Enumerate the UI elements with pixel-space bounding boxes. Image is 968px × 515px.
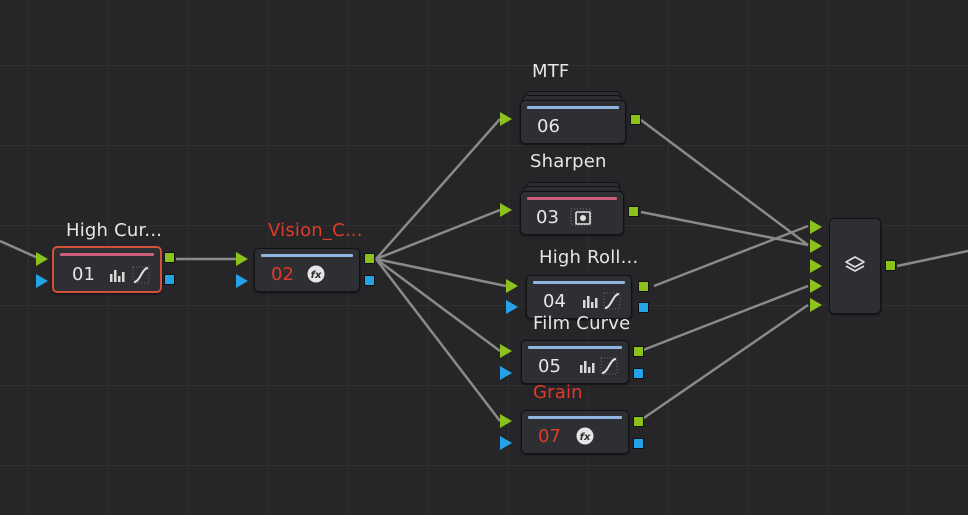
- node-03-rgb-output[interactable]: [628, 206, 639, 217]
- node-04-color-bar: [533, 281, 625, 284]
- node-04-rgb-input[interactable]: [506, 279, 518, 293]
- node-03[interactable]: 03: [520, 191, 624, 235]
- curve-icon: [600, 357, 618, 375]
- node-06-color-bar: [527, 106, 619, 109]
- node-07-color-bar: [528, 416, 622, 419]
- node-05-alpha-output[interactable]: [633, 368, 644, 379]
- layer-mixer-node[interactable]: [829, 218, 881, 314]
- curve-icon: [132, 266, 150, 284]
- connection-line: [637, 284, 809, 354]
- node-05-label: Film Curve: [533, 313, 631, 334]
- mixer-input-2[interactable]: [810, 239, 822, 253]
- node-02-alpha-output[interactable]: [364, 275, 375, 286]
- connection-line: [375, 208, 501, 261]
- mixer-input-5[interactable]: [810, 298, 822, 312]
- connection-line: [375, 258, 501, 422]
- node-01-alpha-output[interactable]: [164, 274, 175, 285]
- node-05-rgb-output[interactable]: [633, 346, 644, 357]
- node-03-color-bar: [527, 197, 617, 200]
- node-05-alpha-input[interactable]: [500, 366, 512, 380]
- node-04-number: 04: [543, 291, 566, 312]
- node-06-label: MTF: [532, 61, 570, 82]
- node-06-rgb-output[interactable]: [630, 114, 641, 125]
- node-03-label: Sharpen: [530, 151, 607, 172]
- connection-line: [637, 303, 809, 424]
- connection-line: [375, 257, 501, 353]
- connection-line: [640, 210, 809, 247]
- node-01-number: 01: [72, 264, 95, 285]
- levels-icon: [580, 361, 595, 373]
- connection-line: [653, 224, 809, 288]
- node-03-rgb-input[interactable]: [500, 203, 512, 217]
- mixer-rgb-output[interactable]: [885, 260, 896, 271]
- mixer-input-1[interactable]: [810, 220, 822, 234]
- curve-icon: [603, 292, 621, 310]
- connection-line: [0, 239, 39, 260]
- node-02-color-bar: [261, 254, 353, 257]
- node-01-color-bar: [60, 253, 154, 256]
- node-03-number: 03: [536, 207, 559, 228]
- node-07-alpha-output[interactable]: [633, 438, 644, 449]
- mixer-input-3[interactable]: [810, 259, 822, 273]
- node-02-label: Vision_C...: [268, 220, 363, 241]
- node-07-number: 07: [538, 426, 561, 447]
- connection-line: [375, 118, 501, 260]
- node-07-label: Grain: [533, 382, 583, 403]
- node-07[interactable]: 07 fx: [521, 410, 629, 454]
- node-06-number: 06: [537, 116, 560, 137]
- node-05-rgb-input[interactable]: [500, 344, 512, 358]
- node-01-alpha-input[interactable]: [36, 274, 48, 288]
- node-06-rgb-input[interactable]: [500, 112, 512, 126]
- connection-line: [640, 118, 809, 247]
- node-02-rgb-output[interactable]: [364, 253, 375, 264]
- sharpen-icon: [570, 208, 592, 226]
- node-04[interactable]: 04: [526, 275, 632, 319]
- node-01[interactable]: 01: [52, 246, 162, 293]
- node-02-rgb-input[interactable]: [236, 252, 248, 266]
- node-05[interactable]: 05: [521, 340, 629, 384]
- layer-stack-icon: [845, 256, 865, 272]
- node-01-label: High Cur...: [66, 220, 163, 241]
- node-06[interactable]: 06: [520, 100, 626, 144]
- node-01-rgb-output[interactable]: [164, 252, 175, 263]
- node-07-alpha-input[interactable]: [500, 436, 512, 450]
- node-05-color-bar: [528, 346, 622, 349]
- node-02[interactable]: 02 fx: [254, 248, 360, 292]
- levels-icon: [110, 270, 125, 282]
- node-07-rgb-input[interactable]: [500, 414, 512, 428]
- node-04-alpha-input[interactable]: [506, 300, 518, 314]
- levels-icon: [583, 296, 598, 308]
- node-02-alpha-input[interactable]: [236, 274, 248, 288]
- node-04-rgb-output[interactable]: [638, 281, 649, 292]
- node-05-number: 05: [538, 356, 561, 377]
- fx-icon: fx: [307, 265, 325, 283]
- svg-text:fx: fx: [580, 432, 591, 443]
- node-04-alpha-output[interactable]: [638, 302, 649, 313]
- node-07-rgb-output[interactable]: [633, 416, 644, 427]
- connection-line: [896, 249, 968, 268]
- mixer-input-4[interactable]: [810, 279, 822, 293]
- svg-text:fx: fx: [311, 270, 322, 281]
- connection-line: [375, 257, 507, 288]
- node-01-rgb-input[interactable]: [36, 252, 48, 266]
- fx-icon: fx: [576, 427, 594, 445]
- node-04-label: High Roll...: [539, 247, 639, 268]
- node-02-number: 02: [271, 264, 294, 285]
